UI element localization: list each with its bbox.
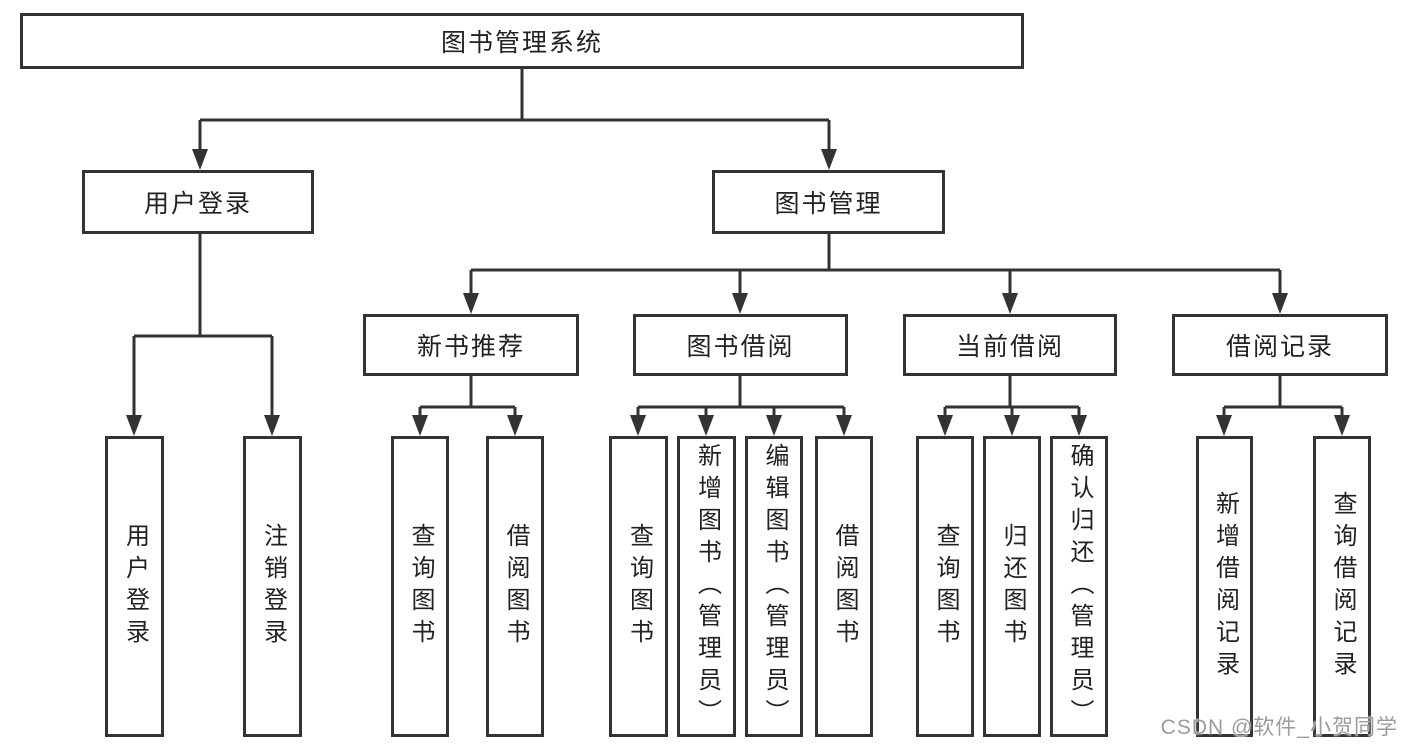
node-new-book-recommendation: 新书推荐 — [363, 314, 579, 376]
node-borrowing-records: 借阅记录 — [1172, 314, 1388, 376]
leaf-logout: 注销登录 — [243, 436, 302, 737]
node-book-borrowing: 图书借阅 — [633, 314, 848, 376]
leaf-query-borrow-record: 查询借阅记录 — [1313, 436, 1371, 737]
node-library-management-system: 图书管理系统 — [20, 13, 1024, 69]
leaf-add-borrow-record: 新增借阅记录 — [1196, 436, 1253, 737]
leaf-borrow-books: 借阅图书 — [815, 436, 873, 737]
leaf-borrow-books-recommend: 借阅图书 — [486, 436, 544, 737]
leaf-confirm-return-admin: 确认归还（管理员） — [1050, 436, 1108, 737]
leaf-return-books: 归还图书 — [983, 436, 1041, 737]
leaf-query-books-current: 查询图书 — [916, 436, 974, 737]
leaf-user-login: 用户登录 — [105, 436, 164, 737]
node-current-borrowing: 当前借阅 — [903, 314, 1117, 376]
leaf-query-books-recommend: 查询图书 — [391, 436, 449, 737]
leaf-add-books-admin: 新增图书（管理员） — [677, 436, 736, 737]
csdn-watermark: CSDN @软件_小贺同学 — [1160, 716, 1398, 739]
node-user-login: 用户登录 — [82, 170, 314, 234]
node-book-management: 图书管理 — [712, 170, 945, 234]
leaf-edit-books-admin: 编辑图书（管理员） — [745, 436, 803, 737]
arrowhead-icons — [126, 149, 1350, 436]
leaf-query-books-borrowing: 查询图书 — [609, 436, 668, 737]
